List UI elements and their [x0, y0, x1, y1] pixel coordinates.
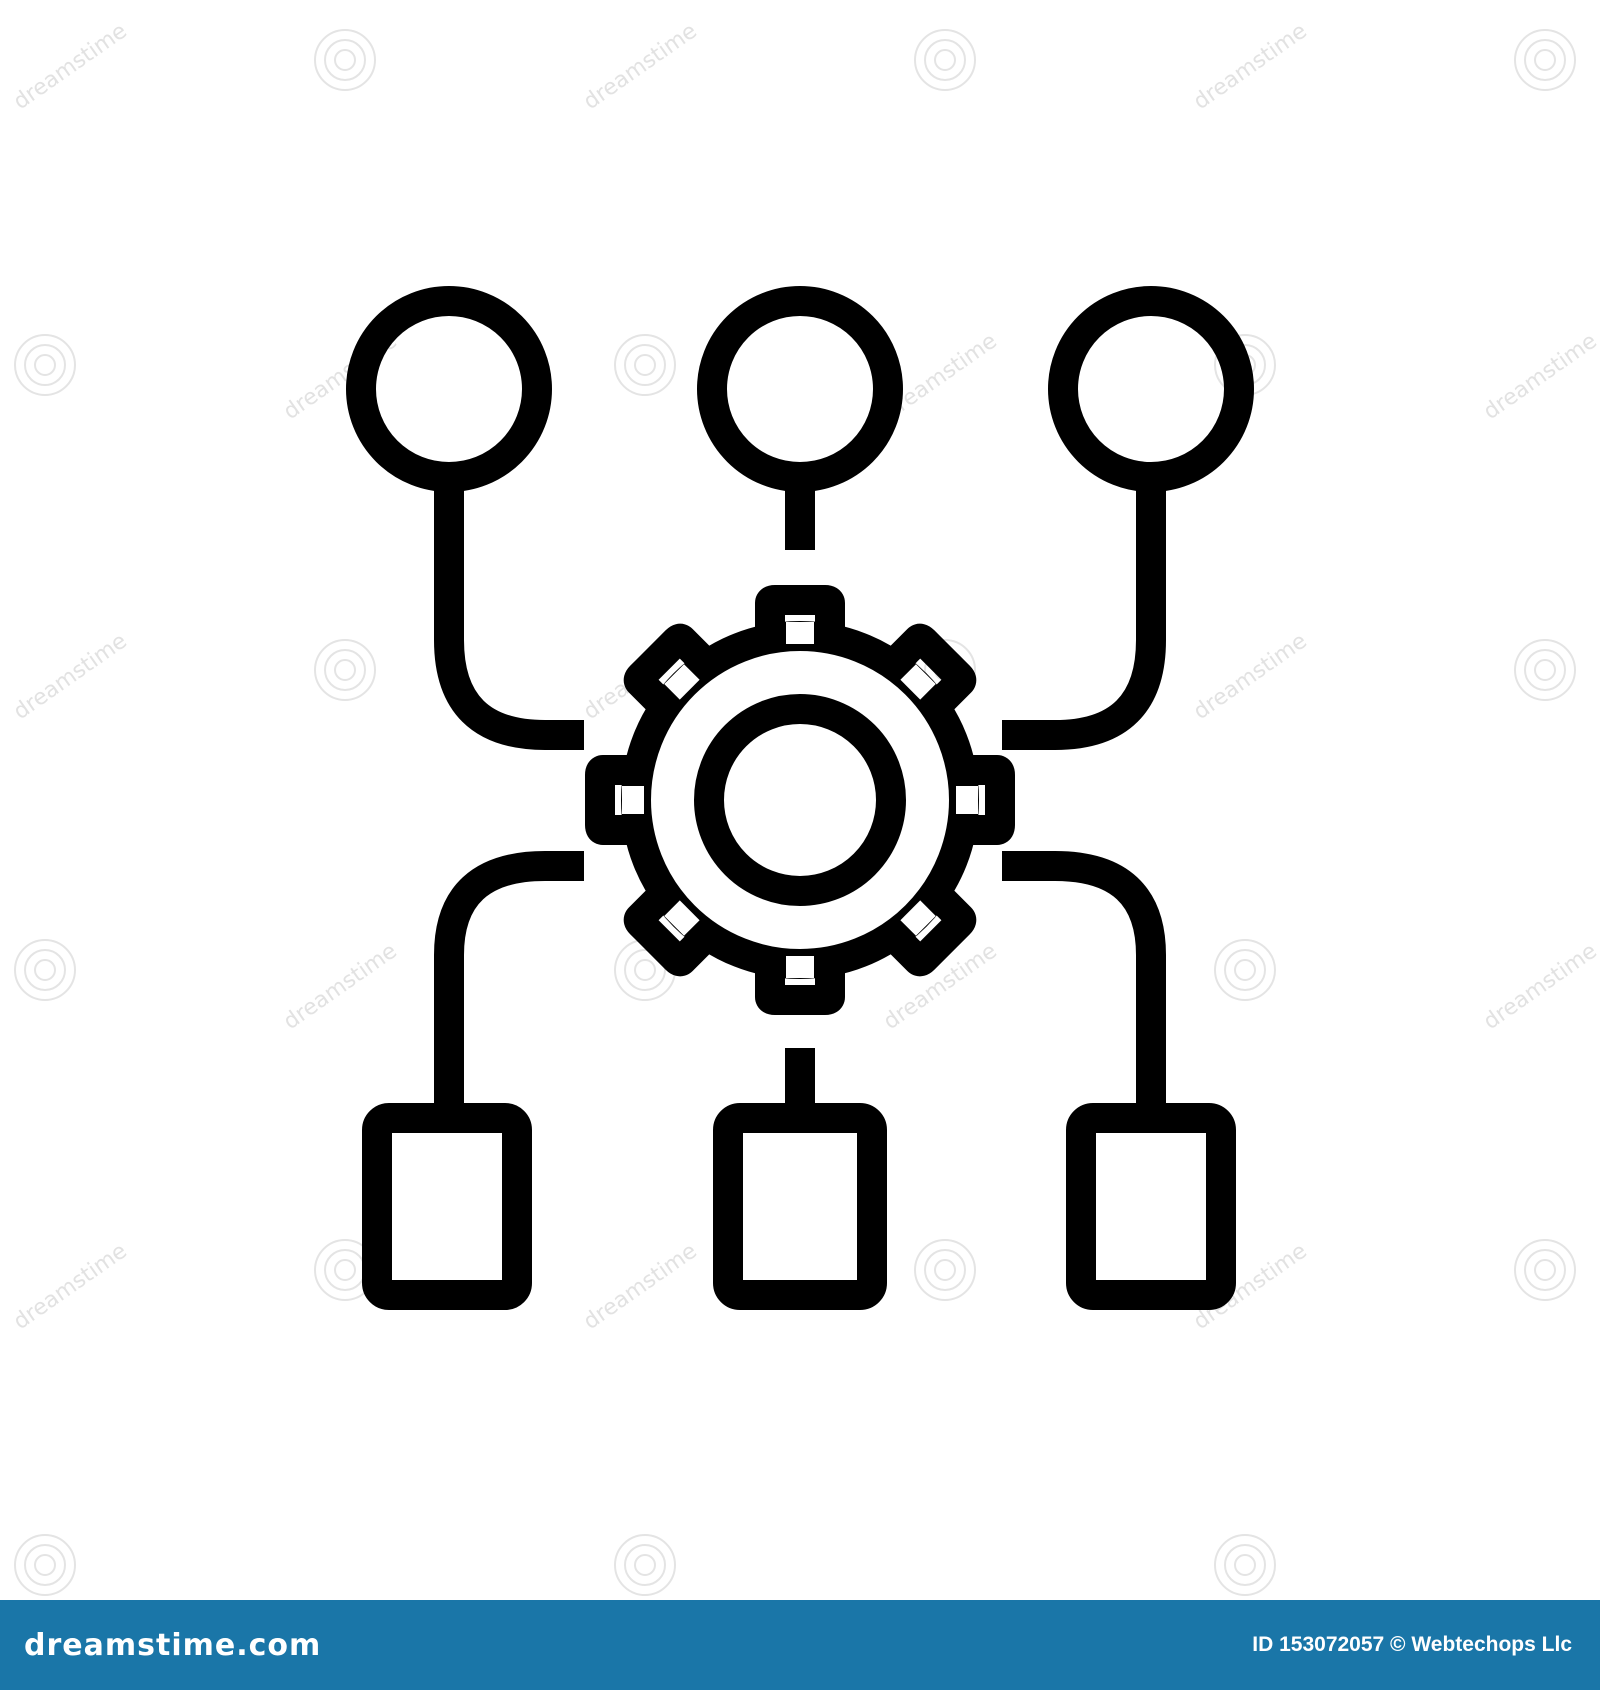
top-right-circle-node-icon: [1048, 286, 1254, 492]
connector-top-right-icon: [1002, 477, 1166, 750]
bottom-right-square-node-icon: [1066, 1103, 1236, 1310]
bottom-center-square-node-icon: [713, 1103, 887, 1310]
logo-text: dreamstime.com: [24, 1627, 322, 1663]
connector-bottom-left-icon: [434, 851, 584, 1118]
dreamstime-logo[interactable]: dreamstime.com: [24, 1628, 321, 1663]
connector-bottom-right-icon: [1002, 851, 1166, 1118]
gear-tooth-gaps: [622, 622, 978, 978]
image-credit: ID 153072057 © Webtechops Llc: [1252, 1633, 1572, 1656]
connector-top-left-icon: [434, 477, 584, 750]
footer-bar: dreamstime.com ID 153072057 © Webtechops…: [0, 1600, 1600, 1690]
process-network-icon: [346, 286, 1254, 1310]
top-left-circle-node-icon: [346, 286, 552, 492]
bottom-left-square-node-icon: [362, 1103, 532, 1310]
gear-icon: [585, 585, 1015, 1015]
top-center-circle-node-icon: [697, 286, 903, 492]
